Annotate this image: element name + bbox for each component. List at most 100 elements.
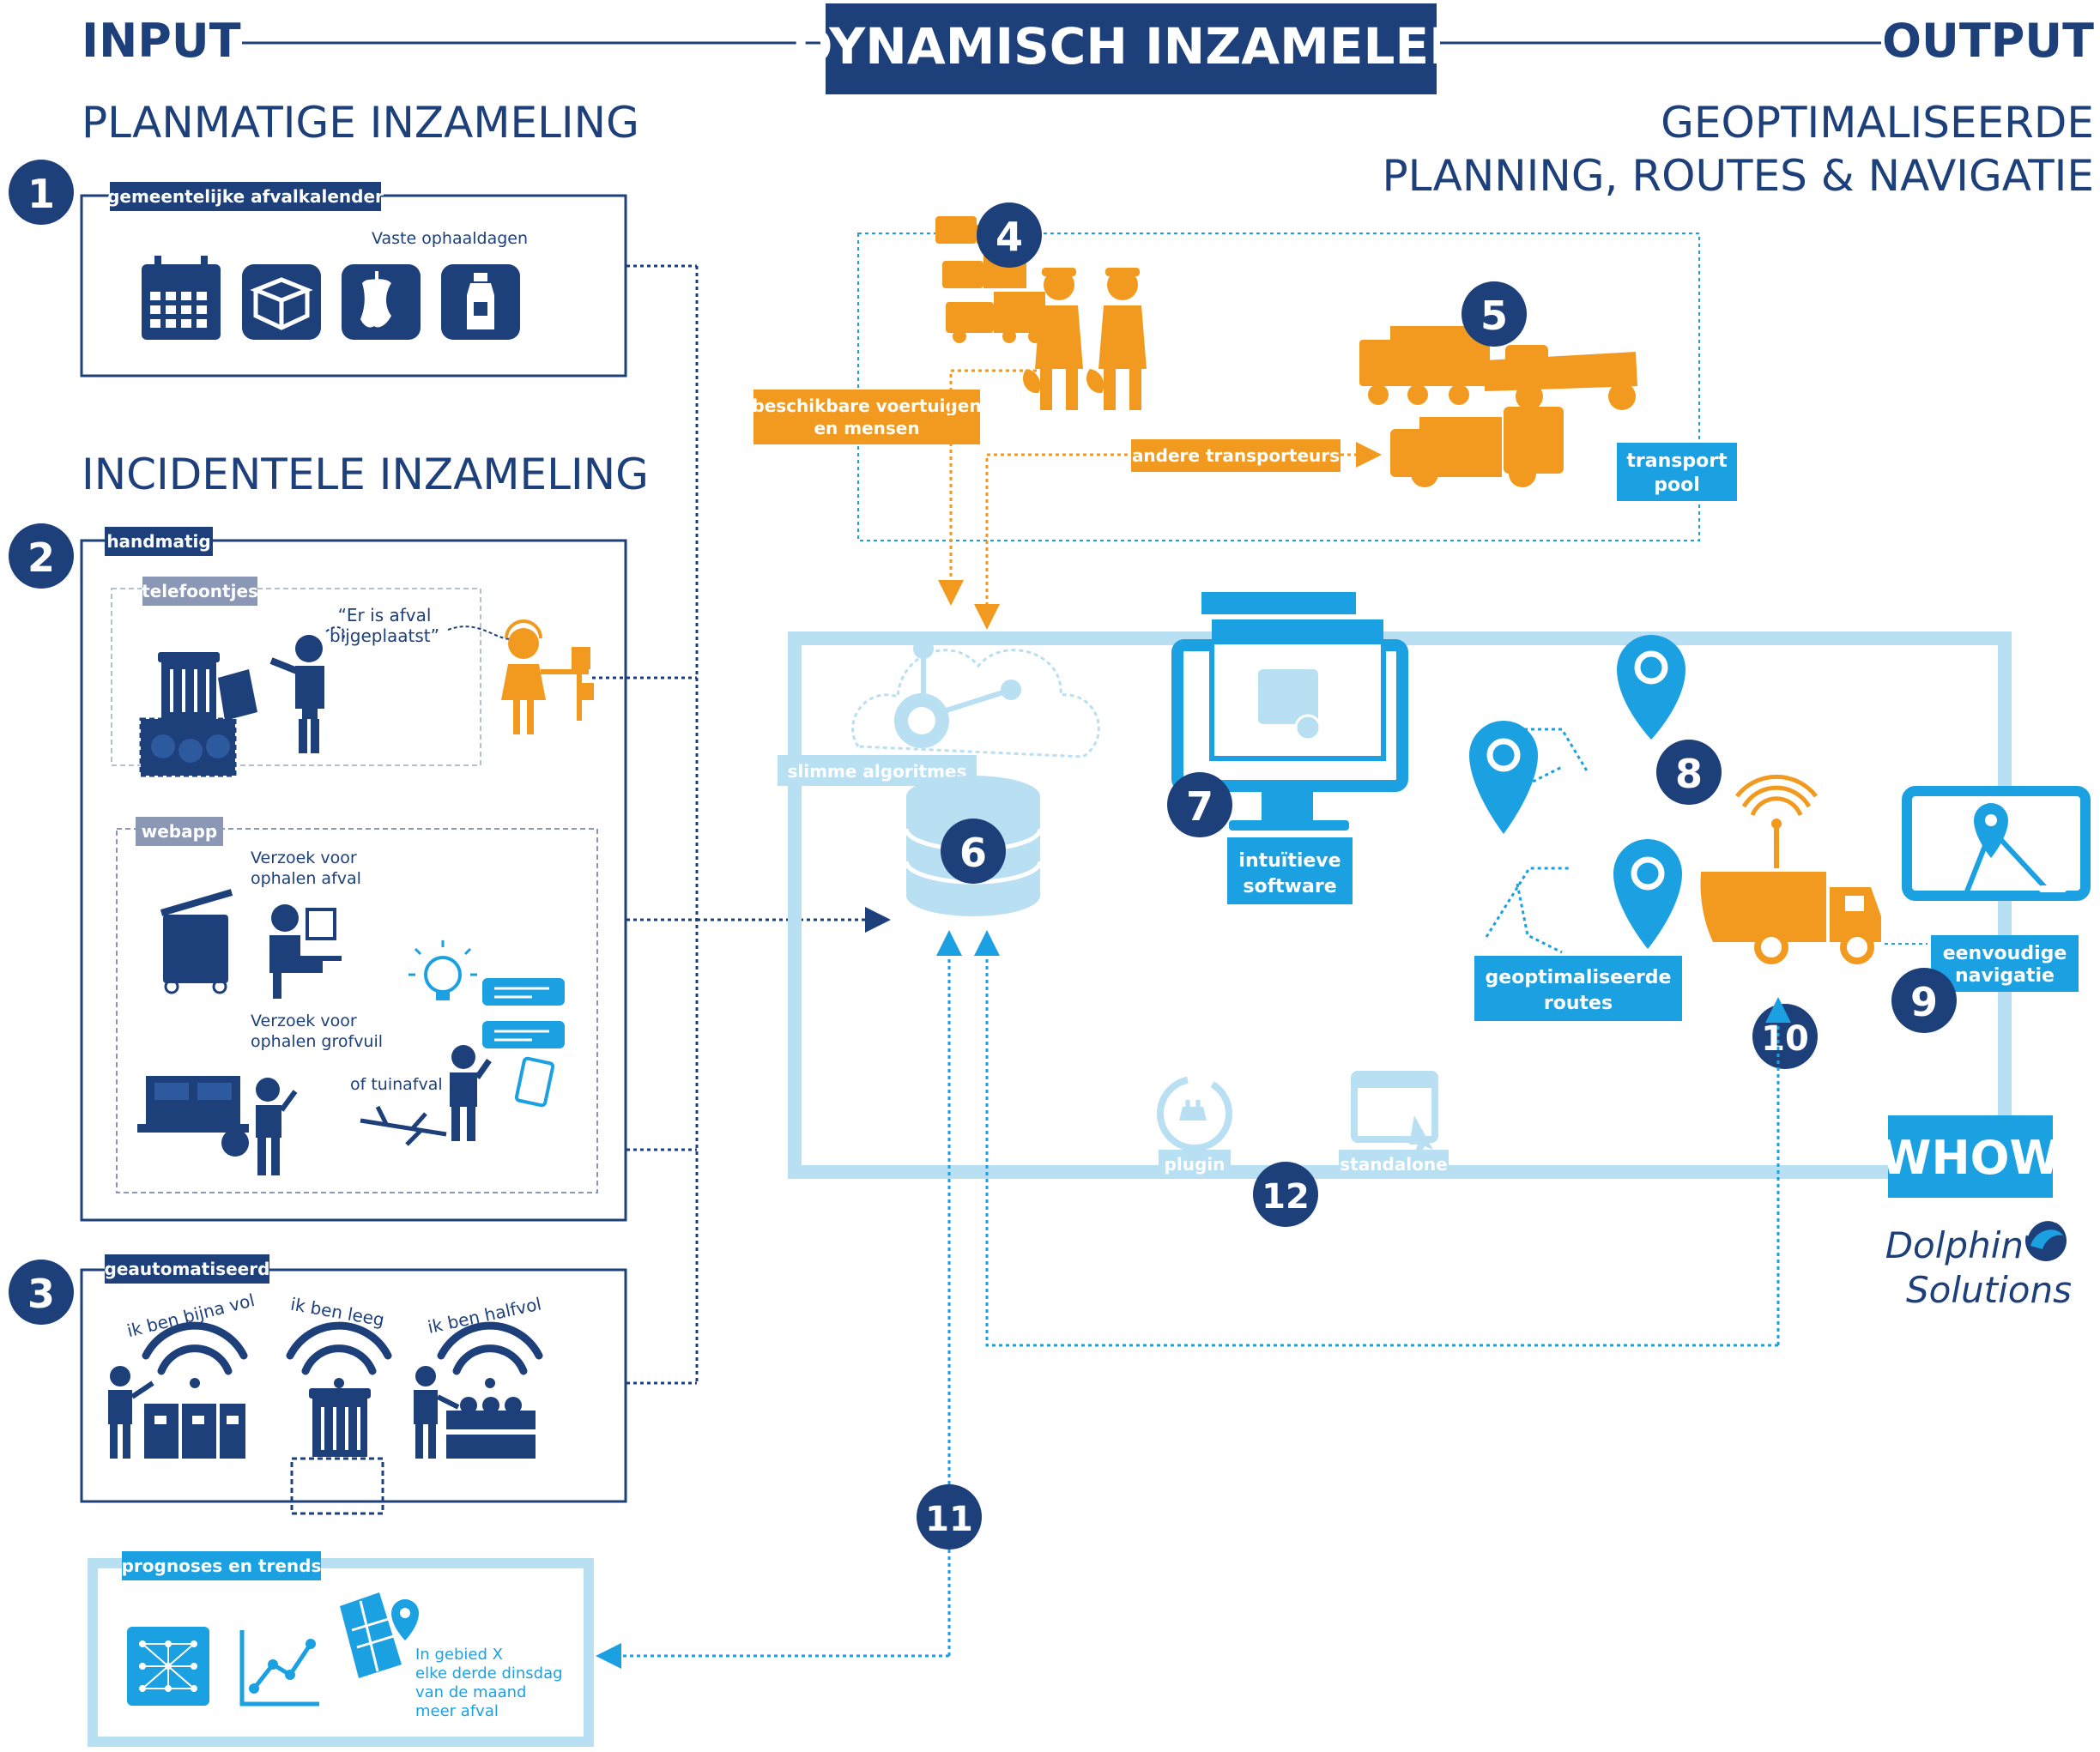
map-pin-icon <box>1613 839 1682 949</box>
webapp-panel <box>116 828 598 1193</box>
webapp-tag-label: webapp <box>142 821 218 842</box>
page-title: DYNAMISCH INZAMELEN <box>791 17 1470 76</box>
box-2: 2 handmatig telefoontjes “Er is afval bi… <box>9 523 627 1222</box>
telefoontjes-tag <box>142 577 257 606</box>
number-badge-4 <box>977 202 1042 268</box>
underground-bin-icon <box>290 1388 384 1515</box>
box-2-tag <box>105 527 213 556</box>
transport-pool-tag <box>1617 443 1737 501</box>
vaste-ophaaldagen: Vaste ophaaldagen <box>372 229 528 248</box>
person-with-phone-icon <box>450 1045 555 1141</box>
box-2-frame <box>80 539 627 1222</box>
routes-tag <box>1474 956 1682 1021</box>
box-3-tag-label: geautomatiseerd <box>105 1259 270 1279</box>
trend-chart-icon <box>239 1630 319 1707</box>
software-line-1: intuïtieve <box>1238 850 1340 872</box>
number-badge-2 <box>9 523 74 589</box>
output-subtitle-1: GEOPTIMALISEERDE <box>1661 98 2094 148</box>
navigation-tablet-icon <box>1902 786 2091 901</box>
navigatie-line-2: navigatie <box>1955 965 2055 987</box>
standalone-window-icon <box>1351 1071 1438 1157</box>
number-badge-7 <box>1167 772 1232 837</box>
plugin-tag <box>1159 1150 1231 1179</box>
transport-pool-line-2: pool <box>1654 474 1700 496</box>
verzoek-afval-1: Verzoek voor <box>251 849 357 867</box>
chat-bubbles-icon <box>482 978 565 1048</box>
transport-trucks-icon <box>1359 326 1637 487</box>
map-pin-icon <box>340 1592 419 1678</box>
number-badge-5 <box>1462 281 1527 347</box>
number-3: 3 <box>27 1271 55 1317</box>
input-heading: INPUT <box>82 14 241 68</box>
prognoses-box: prognoses en trends In gebied X elke der… <box>88 1551 594 1747</box>
prognoses-frame <box>88 1558 594 1747</box>
bulky-waste-icon <box>137 1076 249 1157</box>
whow-badge <box>1888 1115 2053 1198</box>
box-1-tag-label: gemeentelijke afvalkalender <box>107 186 384 207</box>
monitor-software-icon <box>1171 592 1408 831</box>
wifi-signal-icon <box>142 1321 248 1388</box>
cloud-algorithm-icon <box>851 638 1100 758</box>
prognose-line-1: In gebied X <box>415 1646 503 1664</box>
sensor-label-1: ik ben bijna vol <box>125 1290 257 1341</box>
beschikbaar-tag <box>753 390 980 444</box>
number-12: 12 <box>1262 1177 1310 1217</box>
navigatie-tag <box>1931 935 2079 992</box>
verzoek-grofvuil-1: Verzoek voor <box>251 1012 357 1030</box>
person-at-bin-icon <box>414 1366 536 1459</box>
transport-pool-line-1: transport <box>1626 450 1728 472</box>
map-pin-icon <box>1617 635 1685 740</box>
box-icon <box>242 264 321 340</box>
apple-core-icon <box>342 264 421 340</box>
navigatie-line-1: eenvoudige <box>1943 943 2067 964</box>
routes-line-2: routes <box>1544 993 1613 1014</box>
brand-line-1: Dolphin <box>1885 1224 2024 1266</box>
number-4: 4 <box>996 214 1023 260</box>
andere-label: andere transporteurs <box>1132 445 1340 466</box>
transport-pool-frame <box>857 233 1700 541</box>
verzoek-grofvuil-2: ophalen grofvuil <box>251 1032 383 1051</box>
whow-label: WHOW <box>1880 1131 2061 1185</box>
route-lines <box>1485 728 1589 954</box>
number-8: 8 <box>1675 751 1703 797</box>
wifi-signal-icon <box>437 1321 543 1388</box>
box-1-tag <box>110 182 381 211</box>
lightbulb-icon <box>409 940 477 1000</box>
feedback-flows <box>596 930 1791 1669</box>
prognose-line-2: elke derde dinsdag <box>415 1664 563 1683</box>
waste-workers-icon <box>1022 268 1147 410</box>
box-3-frame <box>80 1268 627 1503</box>
number-2: 2 <box>27 535 55 581</box>
number-5: 5 <box>1480 293 1508 339</box>
quote-line-2: bijgeplaatst” <box>330 625 439 646</box>
number-badge-6 <box>941 819 1006 884</box>
number-badge-3 <box>9 1260 74 1325</box>
bottle-icon <box>441 264 520 340</box>
number-6: 6 <box>959 830 987 876</box>
box-3: 3 geautomatiseerd ik ben bijna vol ik be… <box>9 1254 627 1515</box>
beschikbaar-line-1: beschikbare voertuigen <box>752 396 981 416</box>
prognoses-tag <box>122 1551 321 1580</box>
software-tag <box>1227 837 1353 904</box>
plugin-icon <box>1157 1076 1232 1151</box>
number-9: 9 <box>1910 979 1938 1025</box>
input-connectors <box>592 264 891 1385</box>
person-calling-icon <box>269 635 324 753</box>
plugin-label: plugin <box>1165 1154 1226 1175</box>
garbage-truck-icon <box>1700 774 1881 964</box>
number-10: 10 <box>1761 1019 1809 1059</box>
planmatig-title: PLANMATIGE INZAMELING <box>82 98 639 148</box>
brand-line-2: Solutions <box>1906 1269 2072 1311</box>
andere-tag <box>1131 439 1340 472</box>
quote-line-1: “Er is afval <box>338 605 432 625</box>
verzoek-afval-2: ophalen afval <box>251 869 361 888</box>
output-heading: OUTPUT <box>1882 14 2094 68</box>
box-3-tag <box>105 1254 269 1284</box>
number-1: 1 <box>27 171 55 217</box>
routes-line-1: geoptimaliseerde <box>1486 967 1672 988</box>
telefoontjes-tag-label: telefoontjes <box>142 581 258 601</box>
call-center-operator-icon <box>501 619 594 734</box>
title-banner <box>826 3 1437 94</box>
sensor-label-3: ik ben halfvol <box>426 1293 543 1337</box>
garden-waste-icon <box>360 1105 447 1146</box>
